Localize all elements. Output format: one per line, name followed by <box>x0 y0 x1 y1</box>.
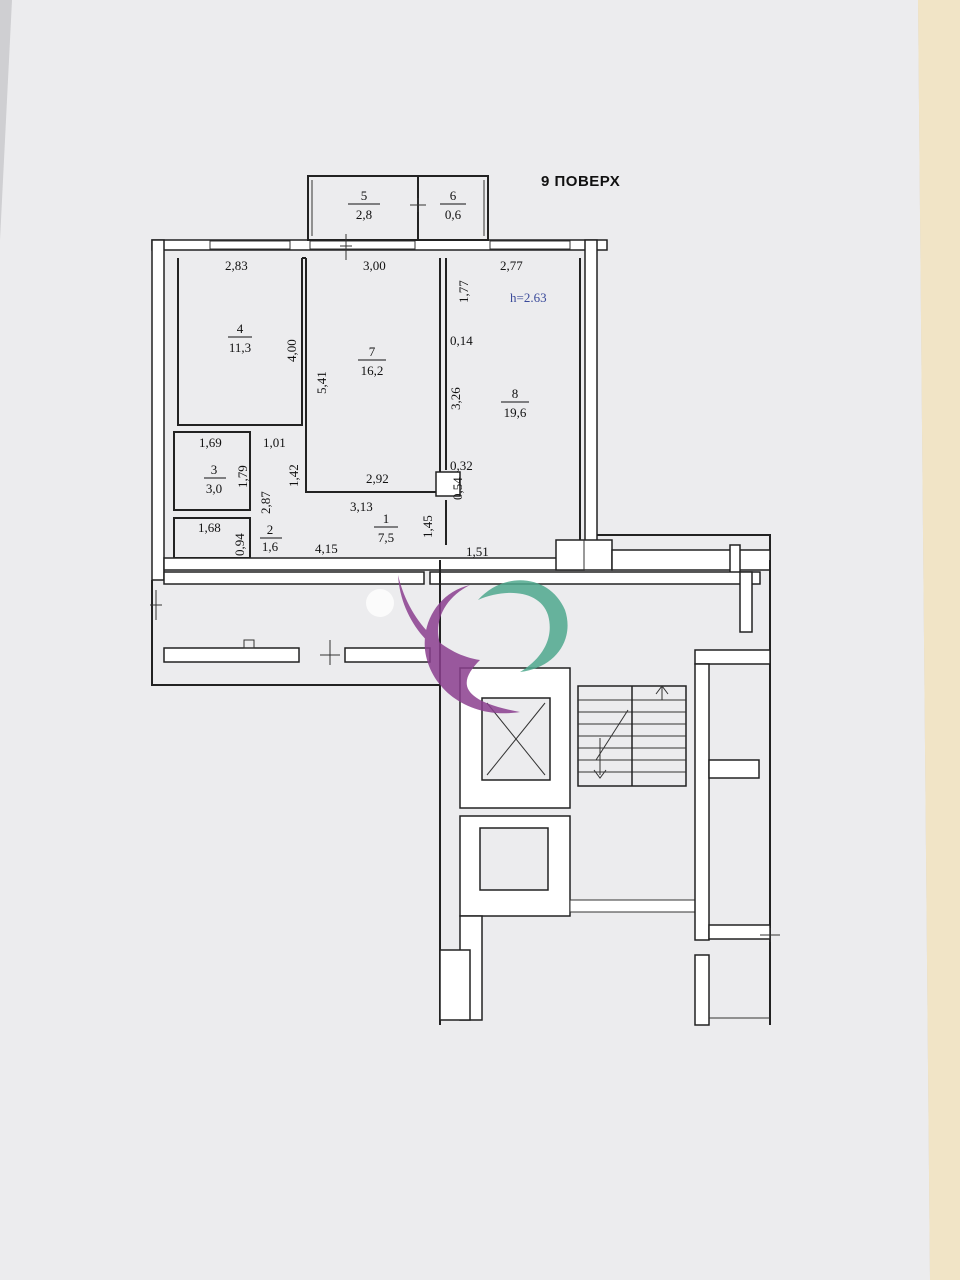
dim-2-92: 2,92 <box>366 471 389 486</box>
dim-1-68: 1,68 <box>198 520 221 535</box>
room-2-area: 1,6 <box>262 539 279 554</box>
dim-2-77: 2,77 <box>500 258 523 273</box>
room-1-number: 1 <box>383 511 390 526</box>
ceiling-height: h=2.63 <box>510 290 547 305</box>
dim-0-54: 0,54 <box>450 477 465 500</box>
table-edge <box>918 0 960 1280</box>
room-3-area: 3,0 <box>206 481 222 496</box>
room-3-number: 3 <box>211 462 218 477</box>
dim-2-83: 2,83 <box>225 258 248 273</box>
dim-1-01: 1,01 <box>263 435 286 450</box>
dim-0-14: 0,14 <box>450 333 473 348</box>
dim-1-51: 1,51 <box>466 544 489 559</box>
floor-title: 9 ПОВЕРХ <box>541 173 620 190</box>
dim-1-45: 1,45 <box>420 515 435 538</box>
room-6-area: 0,6 <box>445 207 462 222</box>
room-8-area: 19,6 <box>504 405 527 420</box>
dim-1-77: 1,77 <box>456 280 471 303</box>
room-7-area: 16,2 <box>361 363 384 378</box>
room-7-number: 7 <box>369 344 376 359</box>
swirl-logo <box>398 575 568 714</box>
room-4-number: 4 <box>237 321 244 336</box>
dim-4-15: 4,15 <box>315 541 338 556</box>
staircase <box>577 685 687 787</box>
dim-0-32: 0,32 <box>450 458 473 473</box>
room-4-area: 11,3 <box>229 340 251 355</box>
room-8-number: 8 <box>512 386 519 401</box>
dim-3-00: 3,00 <box>363 258 386 273</box>
room-1-area: 7,5 <box>378 530 394 545</box>
dim-1-69: 1,69 <box>199 435 222 450</box>
room-5-number: 5 <box>361 188 368 203</box>
dim-0-94: 0,94 <box>232 533 247 556</box>
dimension-labels: 2,83 3,00 2,77 1,77 0,14 3,26 4,00 5,41 … <box>198 258 523 559</box>
room-6-number: 6 <box>450 188 457 203</box>
room-labels: 5 2,8 6 0,6 4 11,3 7 16,2 8 19,6 3 3,0 2… <box>204 188 529 554</box>
common-area-walls <box>150 560 780 1026</box>
dim-1-79: 1,79 <box>235 465 250 488</box>
dim-3-13: 3,13 <box>350 499 373 514</box>
dim-2-87: 2,87 <box>258 491 273 514</box>
dim-3-26: 3,26 <box>448 387 463 410</box>
dim-1-42: 1,42 <box>286 464 301 487</box>
room-5-area: 2,8 <box>356 207 372 222</box>
room-2-number: 2 <box>267 522 274 537</box>
dim-5-41: 5,41 <box>314 371 329 394</box>
glare <box>366 589 394 617</box>
paper <box>0 0 930 1280</box>
dim-4-00: 4,00 <box>284 339 299 362</box>
